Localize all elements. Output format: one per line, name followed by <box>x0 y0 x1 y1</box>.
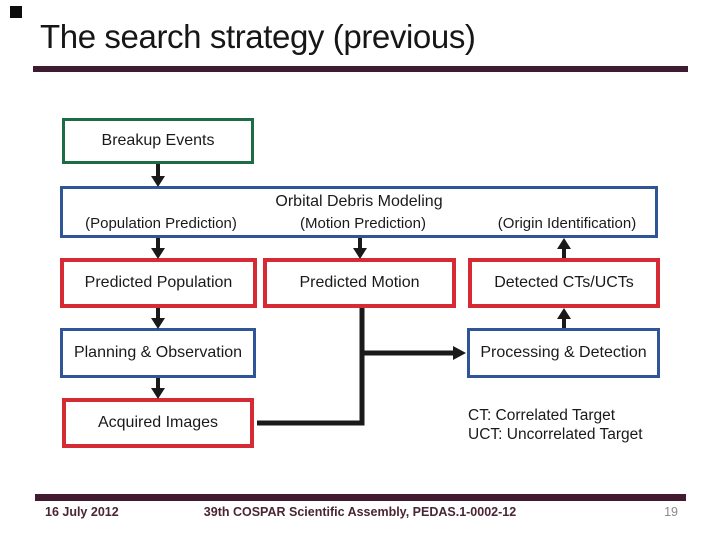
connector-acquired-and-motion-junction-icon <box>257 308 365 426</box>
node-processing-detection: Processing & Detection <box>467 328 660 378</box>
arrow-modeling-to-predicted-population-icon <box>151 238 165 259</box>
node-acquired-images: Acquired Images <box>62 398 254 448</box>
footer-divider-bar <box>35 494 686 501</box>
node-predicted-population: Predicted Population <box>60 258 257 308</box>
node-modeling-sub-motion: (Motion Prediction) <box>300 215 426 232</box>
footer-date: 16 July 2012 <box>45 505 119 519</box>
node-orbital-debris-modeling: Orbital Debris Modeling (Population Pred… <box>60 186 658 238</box>
legend-line-uct: UCT: Uncorrelated Target <box>468 426 643 443</box>
node-planning-observation: Planning & Observation <box>60 328 256 378</box>
arrow-detected-to-modeling-up-icon <box>557 238 571 258</box>
node-acquired-images-label: Acquired Images <box>97 414 219 431</box>
node-detected-cts-ucts-label: Detected CTs/UCTs <box>494 274 634 291</box>
node-detected-cts-ucts: Detected CTs/UCTs <box>468 258 660 308</box>
title-underline-rule <box>33 66 688 72</box>
arrow-modeling-to-predicted-motion-icon <box>353 238 367 259</box>
arrow-junction-to-processing-icon <box>362 346 466 360</box>
node-predicted-population-label: Predicted Population <box>84 274 233 291</box>
arrow-population-to-planning-icon <box>151 308 165 329</box>
corner-square-decoration <box>10 6 22 18</box>
node-modeling-title: Orbital Debris Modeling <box>275 193 443 210</box>
node-modeling-sub-origin: (Origin Identification) <box>497 215 637 232</box>
slide-title: The search strategy (previous) <box>40 18 476 55</box>
node-processing-detection-label: Processing & Detection <box>480 344 647 361</box>
footer-page-number: 19 <box>664 505 678 519</box>
node-predicted-motion: Predicted Motion <box>263 258 456 308</box>
legend-line-ct: CT: Correlated Target <box>468 407 616 424</box>
arrow-breakup-to-modeling-icon <box>151 164 165 187</box>
ct-uct-legend: CT: Correlated Target UCT: Uncorrelated … <box>468 406 643 444</box>
node-modeling-sub-population: (Population Prediction) <box>85 215 237 232</box>
arrow-planning-to-acquired-icon <box>151 378 165 399</box>
node-predicted-motion-label: Predicted Motion <box>299 274 420 291</box>
arrow-processing-to-detected-up-icon <box>557 308 571 328</box>
footer-conference-title: 39th COSPAR Scientific Assembly, PEDAS.1… <box>203 505 517 519</box>
node-breakup-events-label: Breakup Events <box>101 132 215 149</box>
node-planning-observation-label: Planning & Observation <box>73 344 243 361</box>
node-breakup-events: Breakup Events <box>62 118 254 164</box>
